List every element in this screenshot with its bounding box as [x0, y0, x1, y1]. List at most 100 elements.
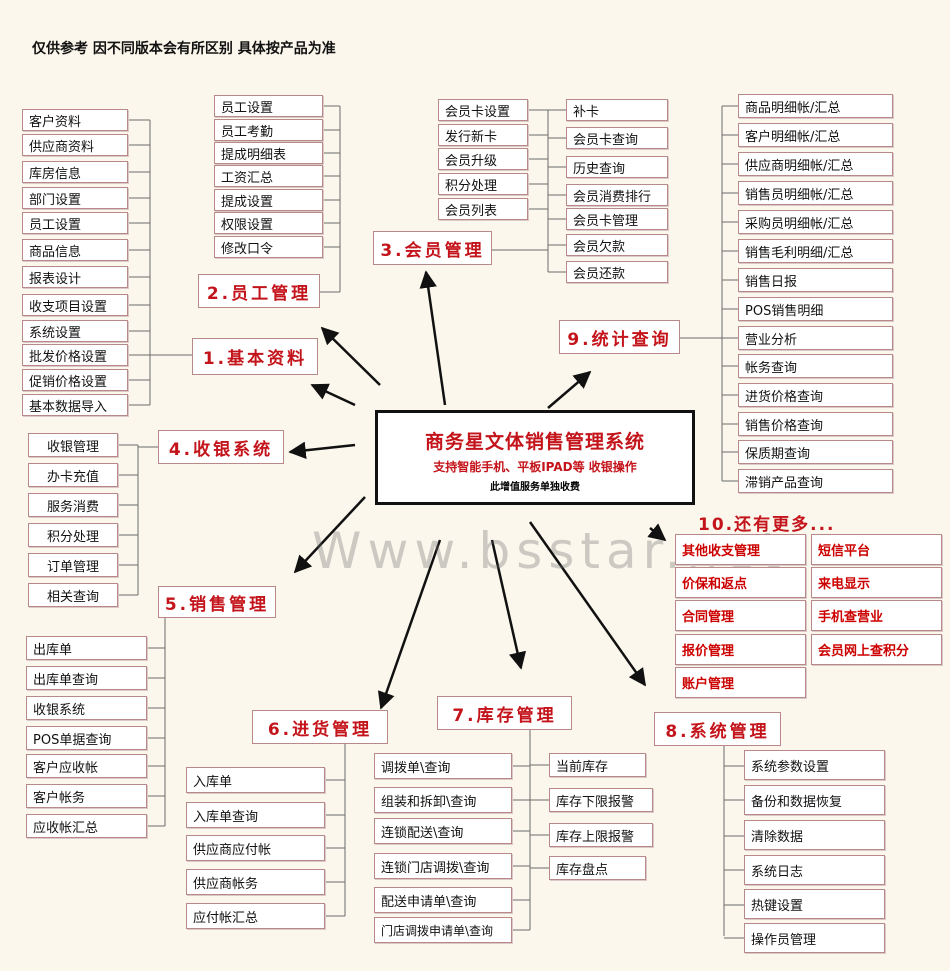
item-stats[interactable]: 销售日报 [738, 268, 893, 292]
item-stats[interactable]: 销售毛利明细/汇总 [738, 239, 893, 263]
item-basic[interactable]: 库房信息 [22, 161, 128, 183]
item-system[interactable]: 备份和数据恢复 [744, 785, 885, 815]
item-sales[interactable]: 收银系统 [26, 696, 147, 720]
item-purchase[interactable]: 入库单 [186, 767, 325, 793]
item-staff[interactable]: 工资汇总 [214, 165, 323, 187]
item-sales[interactable]: 应收帐汇总 [26, 814, 147, 838]
item-cashier[interactable]: 相关查询 [28, 583, 118, 607]
group-title-stock[interactable]: 7.库存管理 [437, 696, 572, 730]
item-basic[interactable]: 促销价格设置 [22, 369, 128, 391]
item-stats[interactable]: 保质期查询 [738, 440, 893, 464]
item-stats[interactable]: POS销售明细 [738, 297, 893, 321]
item-cashier[interactable]: 办卡充值 [28, 463, 118, 487]
item-stats[interactable]: 商品明细帐/汇总 [738, 94, 893, 118]
item-stock[interactable]: 库存盘点 [549, 856, 646, 880]
item-stats[interactable]: 客户明细帐/汇总 [738, 123, 893, 147]
item-basic[interactable]: 客户资料 [22, 109, 128, 131]
item-member[interactable]: 补卡 [566, 99, 668, 121]
item-basic[interactable]: 收支项目设置 [22, 294, 128, 316]
item-basic[interactable]: 员工设置 [22, 212, 128, 234]
item-more[interactable]: 账户管理 [675, 667, 806, 698]
hub-arrows [288, 270, 667, 710]
item-more[interactable]: 合同管理 [675, 600, 806, 631]
item-basic[interactable]: 基本数据导入 [22, 394, 128, 416]
item-sales[interactable]: 客户帐务 [26, 784, 147, 808]
item-member[interactable]: 会员卡管理 [566, 208, 668, 230]
item-stock[interactable]: 连锁门店调拨\查询 [374, 853, 512, 879]
item-stats[interactable]: 滞销产品查询 [738, 469, 893, 493]
item-basic[interactable]: 部门设置 [22, 187, 128, 209]
item-purchase[interactable]: 入库单查询 [186, 802, 325, 828]
item-staff[interactable]: 提成设置 [214, 189, 323, 211]
item-more[interactable]: 来电显示 [811, 567, 942, 598]
item-basic[interactable]: 系统设置 [22, 320, 128, 342]
item-member[interactable]: 会员欠款 [566, 234, 668, 256]
item-member[interactable]: 积分处理 [438, 173, 528, 195]
item-system[interactable]: 热键设置 [744, 889, 885, 919]
item-stats[interactable]: 销售员明细帐/汇总 [738, 181, 893, 205]
item-basic[interactable]: 供应商资料 [22, 134, 128, 156]
item-member[interactable]: 发行新卡 [438, 124, 528, 146]
item-stock[interactable]: 库存上限报警 [549, 823, 653, 847]
item-member[interactable]: 会员卡设置 [438, 99, 528, 121]
item-cashier[interactable]: 订单管理 [28, 553, 118, 577]
group-title-purchase[interactable]: 6.进货管理 [252, 710, 388, 744]
item-basic[interactable]: 商品信息 [22, 239, 128, 261]
group-title-system[interactable]: 8.系统管理 [654, 712, 781, 746]
item-more[interactable]: 短信平台 [811, 534, 942, 565]
group-title-cashier[interactable]: 4.收银系统 [158, 430, 284, 464]
item-cashier[interactable]: 收银管理 [28, 433, 118, 457]
item-sales[interactable]: 出库单查询 [26, 666, 147, 690]
item-member[interactable]: 会员消费排行 [566, 184, 668, 206]
item-stats[interactable]: 营业分析 [738, 326, 893, 350]
item-sales[interactable]: 客户应收帐 [26, 754, 147, 778]
item-member[interactable]: 会员卡查询 [566, 127, 668, 149]
item-stock[interactable]: 调拨单\查询 [374, 753, 512, 779]
item-stats[interactable]: 销售价格查询 [738, 412, 893, 436]
item-stock[interactable]: 组装和拆卸\查询 [374, 787, 512, 813]
group-title-staff[interactable]: 2.员工管理 [198, 274, 320, 308]
item-purchase[interactable]: 应付帐汇总 [186, 903, 325, 929]
item-purchase[interactable]: 供应商帐务 [186, 869, 325, 895]
group-title-member[interactable]: 3.会员管理 [373, 231, 492, 265]
item-more[interactable]: 手机查营业 [811, 600, 942, 631]
group-title-sales[interactable]: 5.销售管理 [158, 586, 276, 618]
item-stats[interactable]: 帐务查询 [738, 354, 893, 378]
item-sales[interactable]: POS单据查询 [26, 726, 147, 750]
item-staff[interactable]: 员工设置 [214, 95, 323, 117]
item-sales[interactable]: 出库单 [26, 636, 147, 660]
item-staff[interactable]: 修改口令 [214, 236, 323, 258]
item-cashier[interactable]: 服务消费 [28, 493, 118, 517]
tree-connectors [118, 105, 744, 939]
item-more[interactable]: 其他收支管理 [675, 534, 806, 565]
item-staff[interactable]: 提成明细表 [214, 142, 323, 164]
item-staff[interactable]: 权限设置 [214, 212, 323, 234]
item-basic[interactable]: 批发价格设置 [22, 344, 128, 366]
item-basic[interactable]: 报表设计 [22, 266, 128, 288]
item-member[interactable]: 历史查询 [566, 156, 668, 178]
group-title-basic[interactable]: 1.基本资料 [192, 338, 318, 375]
item-purchase[interactable]: 供应商应付帐 [186, 835, 325, 861]
item-stock[interactable]: 当前库存 [549, 753, 646, 777]
item-system[interactable]: 清除数据 [744, 820, 885, 850]
item-more[interactable]: 价保和返点 [675, 567, 806, 598]
item-staff[interactable]: 员工考勤 [214, 119, 323, 141]
item-system[interactable]: 系统参数设置 [744, 750, 885, 780]
item-stock[interactable]: 连锁配送\查询 [374, 818, 512, 844]
item-stats[interactable]: 供应商明细帐/汇总 [738, 152, 893, 176]
item-member[interactable]: 会员升级 [438, 148, 528, 170]
item-more[interactable]: 报价管理 [675, 634, 806, 665]
item-stats[interactable]: 采购员明细帐/汇总 [738, 210, 893, 234]
item-stock[interactable]: 库存下限报警 [549, 788, 653, 812]
item-member[interactable]: 会员列表 [438, 198, 528, 220]
item-stock[interactable]: 门店调拨申请单\查询 [374, 917, 512, 943]
item-system[interactable]: 系统日志 [744, 855, 885, 885]
item-more[interactable]: 会员网上查积分 [811, 634, 942, 665]
group-title-more[interactable]: 10.还有更多... [698, 515, 836, 535]
item-cashier[interactable]: 积分处理 [28, 523, 118, 547]
item-member[interactable]: 会员还款 [566, 261, 668, 283]
item-stock[interactable]: 配送申请单\查询 [374, 887, 512, 913]
group-title-stats[interactable]: 9.统计查询 [559, 320, 680, 354]
item-system[interactable]: 操作员管理 [744, 923, 885, 953]
item-stats[interactable]: 进货价格查询 [738, 383, 893, 407]
